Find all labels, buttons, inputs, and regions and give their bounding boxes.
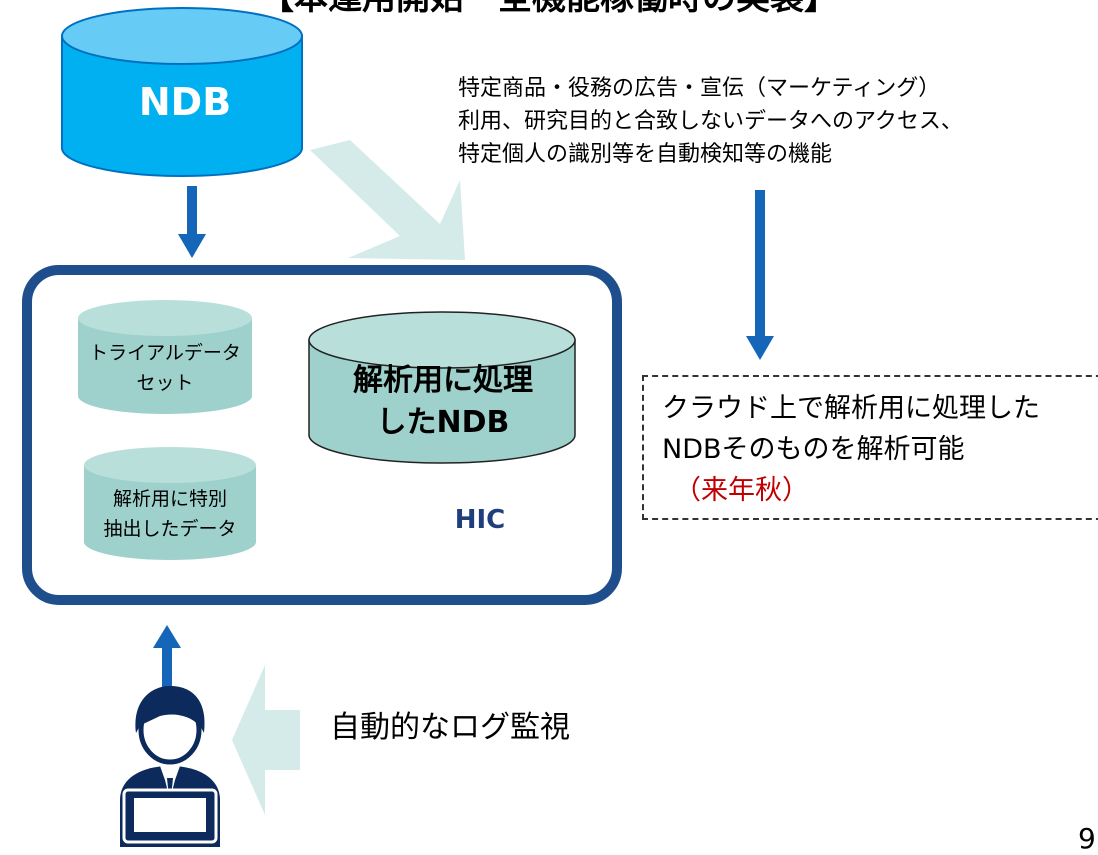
feature-description: 特定商品・役務の広告・宣伝（マーケティング） 利用、研究目的と合致しないデータへ… <box>458 72 963 171</box>
cloud-analysis-box <box>642 375 1098 520</box>
log-monitoring-label: 自動的なログ監視 <box>330 710 570 745</box>
processed-ndb-label: 解析用に処理 したNDB <box>310 360 576 444</box>
feature-to-cloud-arrow-icon <box>746 190 774 360</box>
ndb-label: NDB <box>138 80 232 124</box>
user-at-laptop-icon <box>120 686 220 847</box>
ndb-to-hic-arrow-icon <box>178 186 206 258</box>
extracted-data-label: 解析用に特別 抽出したデータ <box>84 484 256 544</box>
hic-label: HIC <box>454 505 506 535</box>
cloud-schedule-note: （来年秋） <box>674 475 809 506</box>
processed-ndb-cylinder-icon <box>308 311 576 464</box>
extracted-data-line: 解析用に特別 <box>112 488 227 510</box>
page-number: 9 <box>1078 822 1096 855</box>
slide-title: 【本運用開始・全機能稼働時の実装】 <box>0 0 1098 19</box>
user-to-hic-arrow-icon <box>153 625 181 687</box>
cloud-analysis-text: クラウド上で解析用に処理した NDBそのものを解析可能 （来年秋） <box>662 388 1040 511</box>
trial-dataset-line: トライアルデータ <box>89 342 241 364</box>
feature-line: 特定個人の識別等を自動検知等の機能 <box>458 142 833 167</box>
extracted-data-cylinder-icon <box>84 447 256 560</box>
cloud-line-1: クラウド上で解析用に処理した <box>662 393 1040 424</box>
extracted-data-line: 抽出したデータ <box>103 518 237 540</box>
cloud-line-2: NDBそのものを解析可能 <box>662 434 965 465</box>
trial-dataset-cylinder-icon <box>78 300 252 414</box>
processed-ndb-line: したNDB <box>376 405 510 440</box>
ndb-database-icon <box>61 7 303 177</box>
feature-flow-light-arrow-icon <box>310 140 465 260</box>
trial-dataset-line: セット <box>136 372 194 394</box>
feature-line: 利用、研究目的と合致しないデータへのアクセス、 <box>458 109 963 134</box>
trial-dataset-label: トライアルデータ セット <box>78 338 252 398</box>
feature-line: 特定商品・役務の広告・宣伝（マーケティング） <box>458 76 941 101</box>
log-monitoring-light-arrow-icon <box>232 665 300 815</box>
processed-ndb-line: 解析用に処理 <box>353 363 533 398</box>
